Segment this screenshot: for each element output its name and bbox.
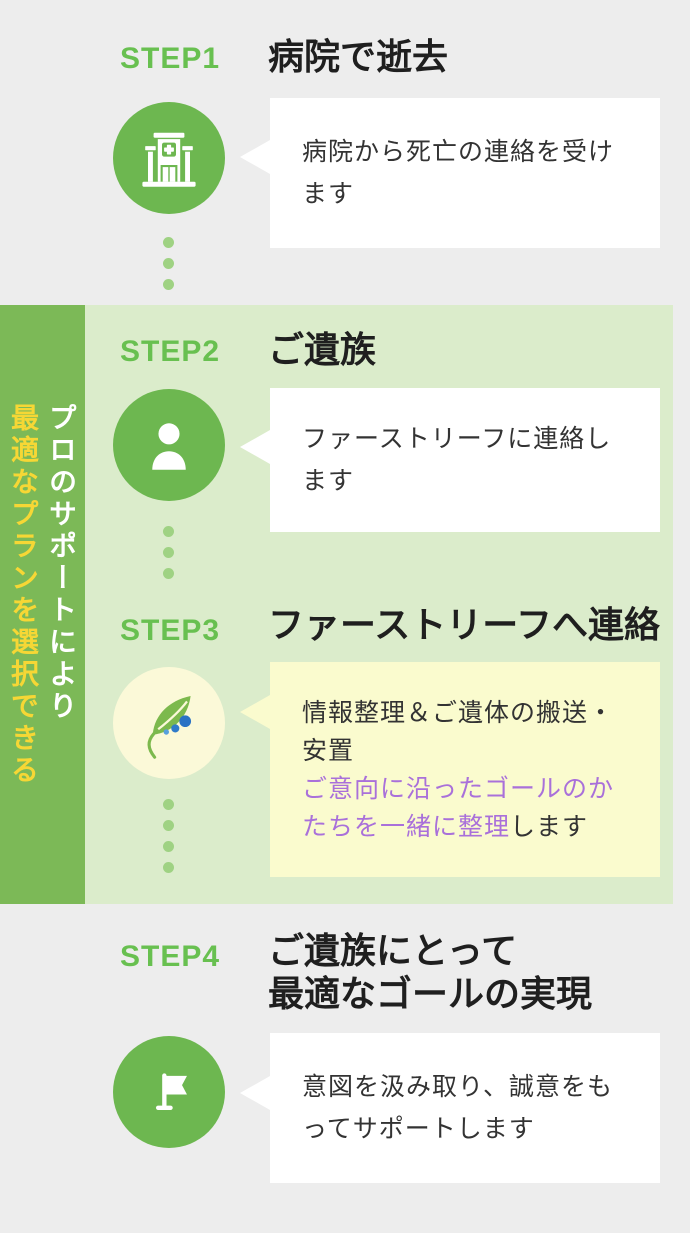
step3-bubble-pointer: [240, 695, 270, 729]
step4-label: STEP4: [120, 940, 221, 973]
step3-title: ファーストリーフへ連絡: [268, 605, 661, 645]
step3-bubble-text-black: 情報整理＆ご遺体の搬送・安置: [302, 698, 615, 765]
connector-dots-1: [163, 237, 174, 290]
step3-bubble-text: 情報整理＆ご遺体の搬送・安置 ご意向に沿ったゴールのかたちを一緒に整理します: [302, 694, 617, 846]
step4-icon-circle: [113, 1036, 225, 1148]
sidebar-caption-line2: 最適なプランを選択できる: [8, 403, 39, 787]
connector-dot: [163, 547, 174, 558]
step4-title-line2: 最適なゴールの実現: [268, 974, 593, 1014]
step4-title: ご遺族にとって 最適なゴールの実現: [268, 930, 592, 1016]
step3-bubble: 情報整理＆ご遺体の搬送・安置 ご意向に沿ったゴールのかたちを一緒に整理します: [270, 662, 660, 877]
sidebar-caption-line1: プロのサポートにより: [46, 403, 77, 723]
connector-dots-2: [163, 526, 174, 579]
step4-bubble-text: 意図を汲み取り、誠意をもってサポートします: [302, 1073, 614, 1143]
step3-icon-circle: [113, 667, 225, 779]
step1-bubble: 病院から死亡の連絡を受けます: [270, 98, 660, 248]
step2-title: ご遺族: [268, 330, 377, 370]
hospital-icon: [134, 123, 204, 193]
connector-dot: [163, 526, 174, 537]
connector-dots-3: [163, 799, 174, 873]
connector-dot: [163, 820, 174, 831]
step4-bubble: 意図を汲み取り、誠意をもってサポートします: [270, 1033, 660, 1183]
step2-bubble-text: ファーストリーフに連絡します: [302, 425, 612, 495]
step2-bubble: ファーストリーフに連絡します: [270, 388, 660, 532]
firstleaf-logo-icon: [124, 678, 214, 768]
connector-dot: [163, 841, 174, 852]
flag-icon: [138, 1061, 200, 1123]
step3-bubble-text-purple: ご意向に沿ったゴールのかたちを一緒に整理: [302, 774, 615, 841]
step1-icon-circle: [113, 102, 225, 214]
connector-dot: [163, 258, 174, 269]
step2-label: STEP2: [120, 335, 221, 368]
step1-label: STEP1: [120, 42, 221, 75]
person-icon: [138, 414, 200, 476]
step1-bubble-pointer: [240, 140, 270, 174]
step3-label: STEP3: [120, 614, 221, 647]
connector-dot: [163, 799, 174, 810]
step4-title-line1: ご遺族にとって: [268, 931, 518, 971]
connector-dot: [163, 279, 174, 290]
step3-bubble-text-black2: します: [510, 812, 589, 841]
step4-bubble-pointer: [240, 1076, 270, 1110]
sidebar-banner: プロのサポートにより 最適なプランを選択できる: [0, 305, 85, 904]
connector-dot: [163, 568, 174, 579]
connector-dot: [163, 862, 174, 873]
connector-dot: [163, 237, 174, 248]
step2-icon-circle: [113, 389, 225, 501]
step1-title: 病院で逝去: [268, 37, 449, 77]
step2-bubble-pointer: [240, 430, 270, 464]
step1-bubble-text: 病院から死亡の連絡を受けます: [302, 138, 615, 208]
sidebar-vertical-caption: プロのサポートにより 最適なプランを選択できる: [4, 403, 80, 787]
step3-bubble-text-mixed: ご意向に沿ったゴールのかたちを一緒に整理します: [302, 770, 617, 846]
